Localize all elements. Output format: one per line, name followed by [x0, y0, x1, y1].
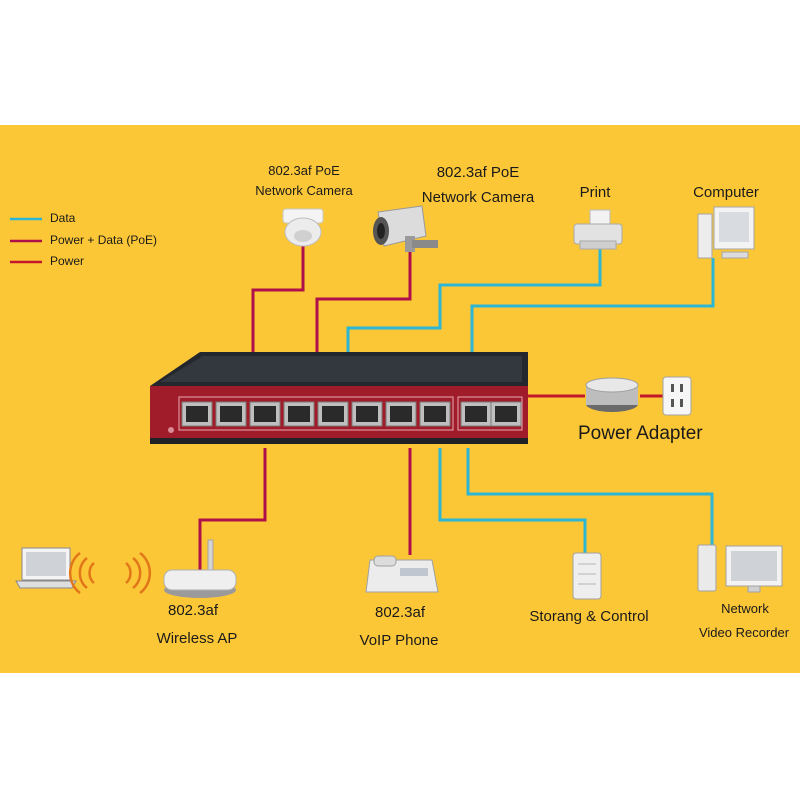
poe-line-wireless-ap: [198, 448, 267, 572]
connections: [198, 246, 715, 572]
wall-outlet-icon: [662, 376, 692, 416]
switch-port-socket: [390, 406, 412, 422]
voip-phone-label-line1: 802.3af: [374, 604, 426, 621]
printer-icon: [573, 209, 623, 250]
power-adapter-label: Power Adapter: [578, 423, 703, 444]
wireless-ap-icon: [163, 539, 237, 598]
wifi-signal-icon: [68, 551, 152, 595]
poe-line-dome-camera: [251, 246, 305, 362]
data-line-computer: [470, 258, 715, 352]
laptop-icon: [15, 547, 77, 589]
switch-port-socket: [465, 406, 487, 422]
switch-port-socket: [288, 406, 310, 422]
power-adapter-icon: [585, 377, 639, 412]
switch-port-socket: [424, 406, 446, 422]
switch-port-socket: [186, 406, 208, 422]
switch-power-led: [168, 427, 174, 433]
video-recorder-icon: [697, 544, 783, 593]
poe-line-bullet-camera: [315, 252, 412, 355]
bullet-camera-label-line1: 802.3af PoE: [436, 164, 520, 181]
legend-label-power: Power: [50, 254, 85, 268]
switch-port-socket: [220, 406, 242, 422]
voip-phone-icon: [365, 555, 439, 593]
computer-label: Computer: [693, 184, 759, 201]
dome-camera-label-line2: Network Camera: [255, 183, 353, 198]
switch-ports: [181, 401, 522, 427]
switch-port-socket: [322, 406, 344, 422]
dome-camera-label-line1: 802.3af PoE: [268, 163, 340, 178]
storage-label: Storang & Control: [529, 608, 649, 625]
switch-bottom-edge: [150, 438, 528, 444]
computer-icon: [697, 206, 755, 259]
voip-phone-label-line2: VoIP Phone: [359, 632, 439, 649]
nvr-label-line2: Video Recorder: [698, 625, 790, 640]
switch-port-socket: [495, 406, 517, 422]
bullet-camera-label-line2: Network Camera: [421, 189, 535, 206]
storage-server-icon: [572, 552, 602, 600]
printer-label: Print: [579, 184, 611, 201]
nvr-label-line1: Network: [721, 601, 769, 616]
wireless-ap-label-line1: 802.3af: [167, 602, 219, 619]
switch-port-group-uplink: [457, 396, 523, 431]
data-line-nvr: [466, 448, 714, 545]
bullet-camera-icon: [373, 205, 438, 252]
switch-top-highlight: [160, 356, 522, 382]
data-line-printer: [346, 248, 602, 355]
dome-camera-icon: [282, 208, 324, 247]
poe-switch: [150, 352, 528, 444]
legend-label-poe: Power + Data (PoE): [50, 233, 158, 247]
switch-port-socket: [356, 406, 378, 422]
switch-port-socket: [254, 406, 276, 422]
legend-label-data: Data: [50, 211, 76, 225]
wireless-ap-label-line2: Wireless AP: [156, 630, 238, 647]
switch-port-group-poe: [178, 396, 454, 431]
legend: [10, 217, 42, 264]
data-line-storage: [438, 448, 587, 553]
